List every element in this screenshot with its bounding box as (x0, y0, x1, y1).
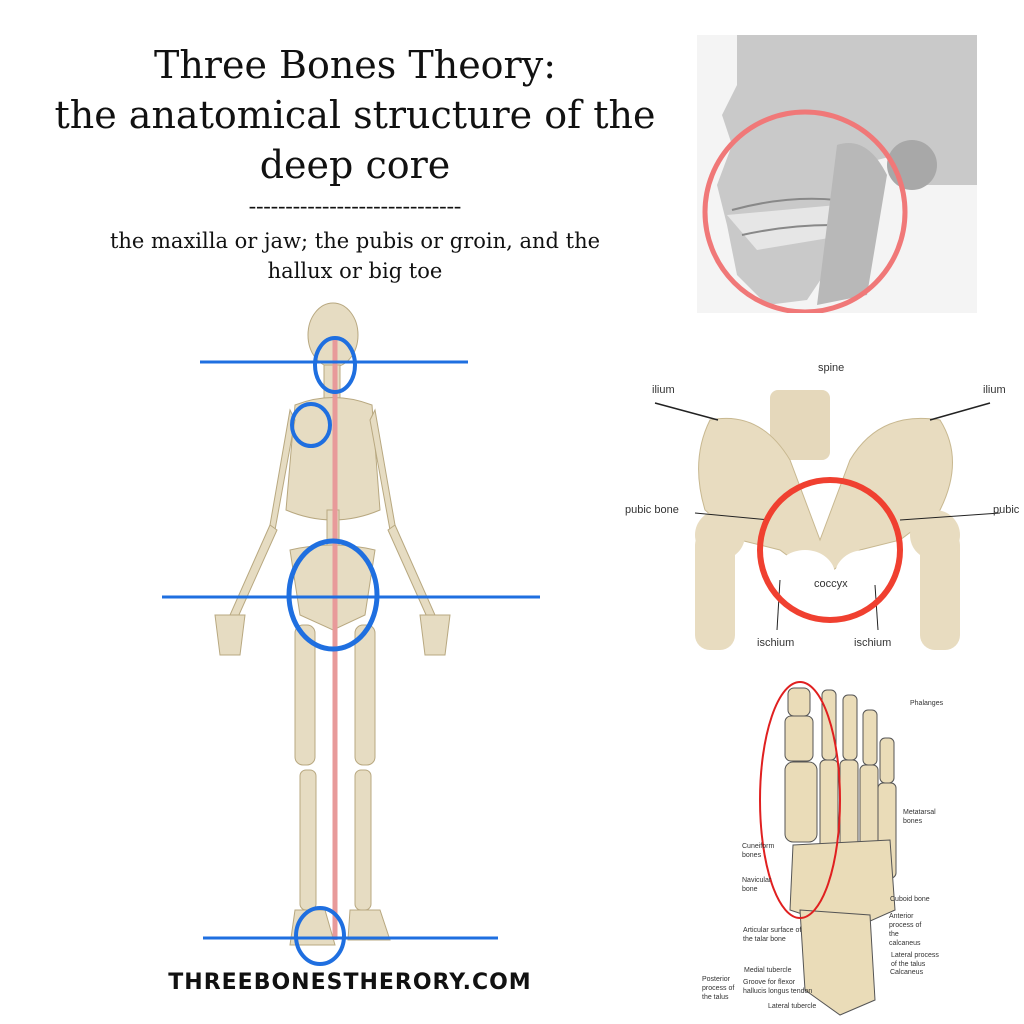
label-posterior-process: Posterior process of the talus (702, 976, 735, 1001)
subtitle-line: the maxilla or jaw; the pubis or groin, … (109, 229, 601, 253)
label-ischium: ischium (757, 637, 795, 649)
label-pubic: pubic (993, 504, 1020, 516)
label-cuneiform: Cuneiform bones (742, 843, 775, 859)
label-ischium: ischium (854, 637, 892, 649)
hallux-highlight-ellipse (759, 681, 841, 919)
label-groove: Groove for flexor hallucis longus tendon (743, 979, 813, 995)
rib-circle (290, 402, 332, 448)
label-coccyx: coccyx (814, 578, 848, 590)
label-medial-tubercle: Medial tubercle (744, 967, 792, 974)
label-ilium: ilium (983, 384, 1006, 396)
label-phalanges: Phalanges (910, 700, 944, 707)
subtitle-line: hallux or big toe (267, 259, 443, 283)
label-lateral-process: Lateral process of the talus (891, 952, 939, 968)
pubis-circle (286, 538, 380, 652)
pubis-highlight-circle (757, 477, 903, 623)
label-pubic-bone: pubic bone (625, 504, 679, 516)
label-navicular: Navicular bone (742, 877, 772, 893)
title-line: the anatomical structure of the (54, 93, 656, 137)
jaw-highlight-circle (702, 109, 908, 313)
label-anterior-process: Anterior process of the calcaneus (889, 913, 922, 947)
toe-circle (294, 906, 346, 966)
label-articular: Articular surface of the talar bone (743, 927, 802, 943)
label-lateral-tubercle: Lateral tubercle (768, 1003, 817, 1010)
pelvis-image (654, 390, 1001, 650)
jaw-circle (313, 336, 357, 394)
label-metatarsal: Metatarsal bones (903, 809, 936, 825)
divider: ----------------------------- (248, 193, 462, 218)
foot-image (759, 681, 897, 1016)
website-footer: THREEBONESTHERORY.COM (168, 970, 532, 995)
label-calcaneus: Calcaneus (890, 969, 924, 976)
label-spine: spine (818, 362, 845, 374)
label-cuboid: Cuboid bone (890, 896, 930, 903)
label-ilium: ilium (652, 384, 675, 396)
skull-image (697, 35, 977, 313)
title-line: deep core (259, 143, 451, 187)
subtitle: the maxilla or jaw; the pubis or groin, … (60, 226, 650, 286)
page-title: Three Bones Theory: the anatomical struc… (30, 40, 680, 190)
title-line: Three Bones Theory: (153, 43, 556, 87)
